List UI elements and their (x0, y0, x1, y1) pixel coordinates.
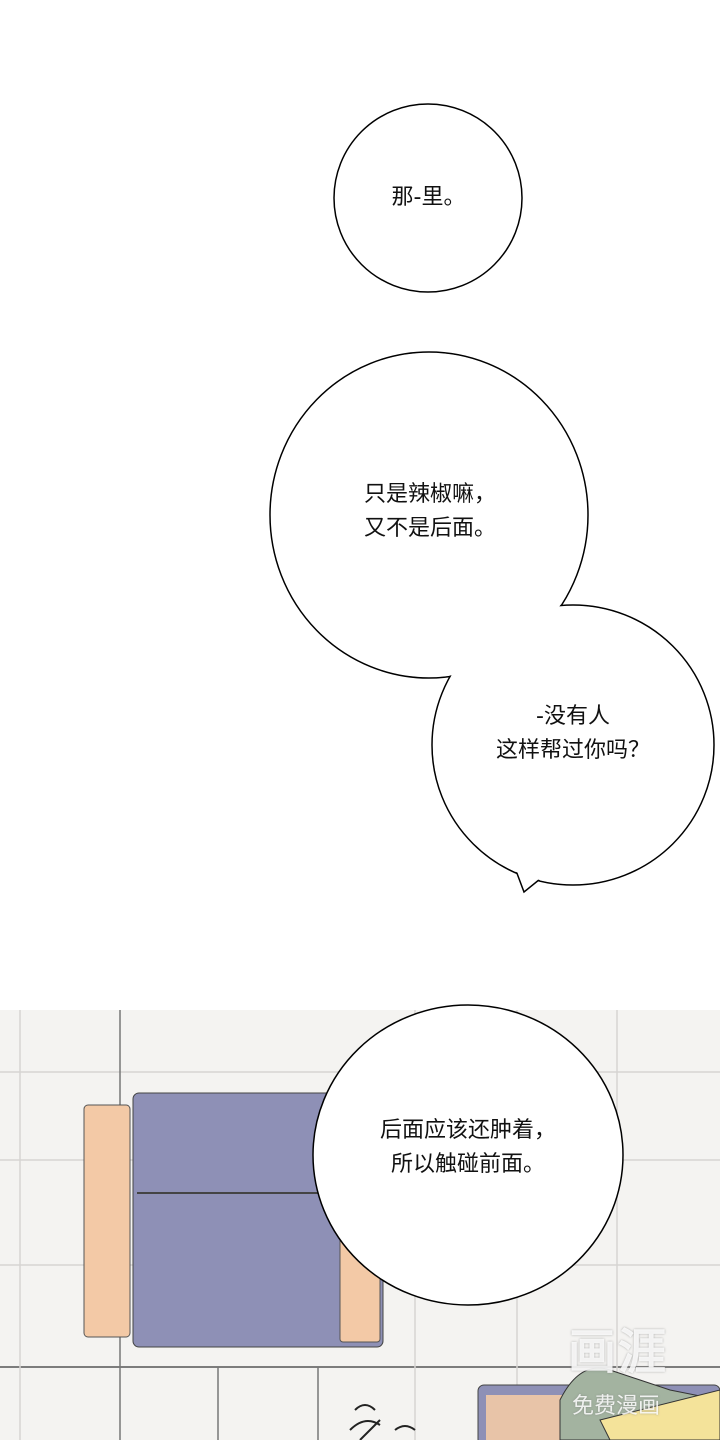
watermark-logo: 画涯 (568, 1324, 669, 1380)
sound-effect-scribble (349, 1404, 416, 1440)
speech-bubble-2-text: 只是辣椒嘛， 又不是后面。 (363, 482, 496, 541)
speech-bubbles (269, 103, 715, 1306)
speech-bubble-3-text: -没有人 这样帮过你吗？ (495, 704, 650, 763)
sofa-bottom (477, 1367, 720, 1440)
speech-bubble-4-text: 后面应该还肿着， 所以触碰前面。 (379, 1118, 556, 1177)
speech-bubble-1-text: 那-里。 (391, 185, 466, 210)
watermark-tagline: 免费漫画 (572, 1394, 661, 1419)
